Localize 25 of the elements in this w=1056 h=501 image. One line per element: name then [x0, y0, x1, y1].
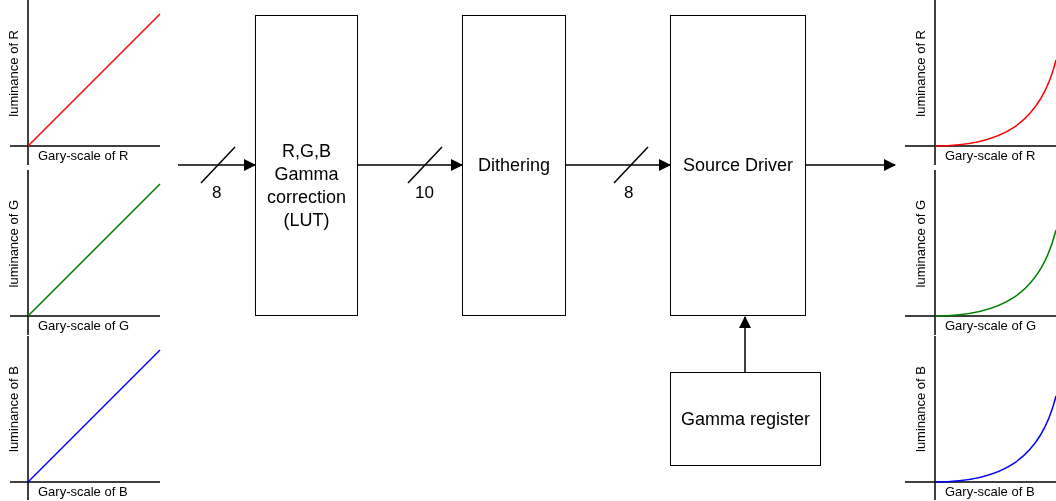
- process-box: [670, 372, 821, 466]
- axis-label: luminance of G: [913, 200, 928, 288]
- axis-label: Gary-scale of R: [945, 148, 1036, 163]
- block-label: R,G,B Gamma correction (LUT): [266, 139, 347, 232]
- block-label: Source Driver: [683, 154, 793, 177]
- process-box: [255, 15, 358, 316]
- arrow: [357, 159, 463, 171]
- axis-label: Gary-scale of B: [945, 484, 1035, 499]
- arrow: [805, 159, 896, 171]
- process-box: [462, 15, 566, 316]
- axis-label: Gary-scale of B: [38, 484, 128, 499]
- block-label: Dithering: [477, 154, 550, 177]
- arrow: [565, 159, 671, 171]
- arrow: [739, 316, 751, 373]
- axis-label: luminance of B: [913, 366, 928, 452]
- axis-label: Gary-scale of G: [38, 318, 130, 333]
- axis-label: luminance of G: [6, 200, 21, 288]
- process-box: [670, 15, 806, 316]
- axis-label: luminance of R: [6, 30, 21, 117]
- arrow: [177, 159, 256, 171]
- axis-label: Gary-scale of G: [945, 318, 1037, 333]
- axis-label: luminance of R: [913, 30, 928, 117]
- block-label: Gamma register: [680, 407, 810, 431]
- axis-label: Gary-scale of R: [38, 148, 129, 163]
- axis-label: luminance of B: [6, 366, 21, 452]
